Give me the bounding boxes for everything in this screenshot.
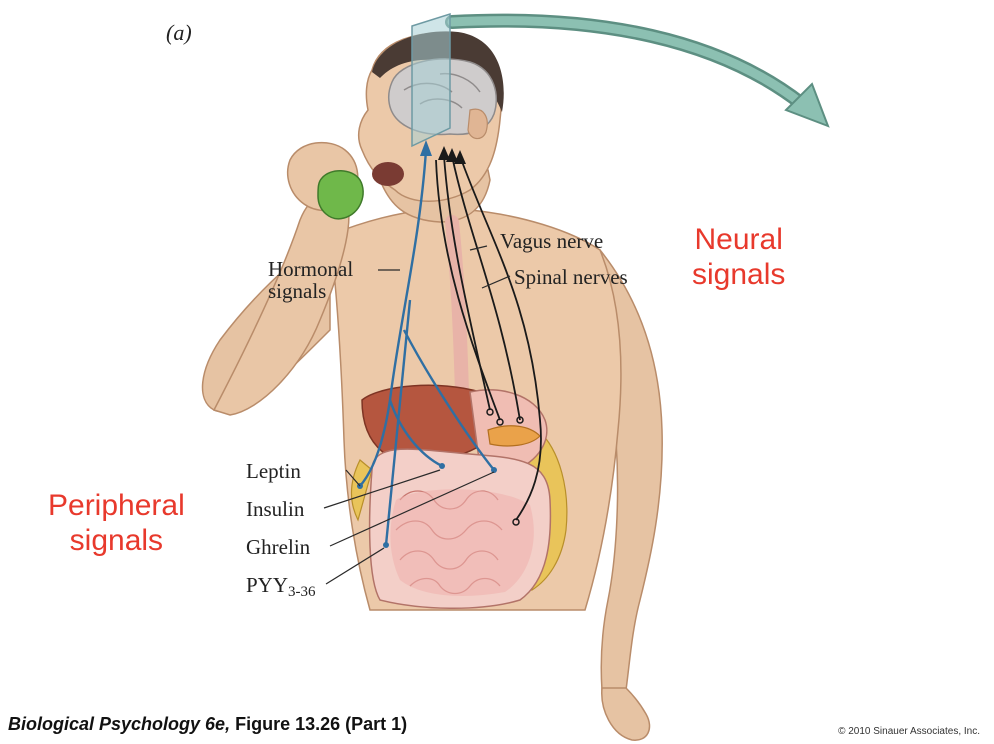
- pyy-label: PYY3-36: [246, 574, 316, 601]
- neural-arrow-head: [784, 82, 830, 128]
- ghrelin-label: Ghrelin: [246, 535, 311, 559]
- brain-slice-plane: [411, 12, 451, 148]
- pyy-main: PYY: [246, 573, 289, 597]
- figure-caption: Biological Psychology 6e, Figure 13.26 (…: [8, 714, 407, 735]
- body-figure: [201, 12, 663, 741]
- panel-label: (a): [166, 20, 192, 45]
- neural-signals-heading: Neural signals: [692, 222, 785, 293]
- peripheral-heading-line1: Peripheral: [48, 489, 185, 522]
- neural-pathways: [435, 155, 542, 521]
- spinal-nerves-label: Spinal nerves: [514, 265, 628, 289]
- copyright: © 2010 Sinauer Associates, Inc.: [838, 726, 980, 737]
- leader-lines: [323, 245, 511, 585]
- pyy-subscript: 3-36: [288, 584, 316, 600]
- vagus-nerve-label: Vagus nerve: [500, 229, 604, 253]
- peripheral-heading-line2: signals: [69, 524, 164, 558]
- hormonal-label-line2: signals: [268, 279, 327, 304]
- neural-heading-line2: signals: [692, 258, 786, 292]
- hormonal-signals-label: Hormonal signals: [268, 258, 353, 302]
- insulin-label: Insulin: [246, 497, 305, 521]
- neural-heading-line1: Neural: [694, 223, 783, 256]
- caption-book: Biological Psychology 6e,: [8, 714, 231, 734]
- hormonal-label-line1: Hormonal: [268, 257, 354, 281]
- leptin-label: Leptin: [246, 459, 301, 483]
- apple: [317, 170, 364, 220]
- caption-figure: Figure 13.26 (Part 1): [235, 714, 408, 734]
- peripheral-signals-heading: Peripheral signals: [48, 488, 185, 559]
- pancreas: [487, 425, 541, 447]
